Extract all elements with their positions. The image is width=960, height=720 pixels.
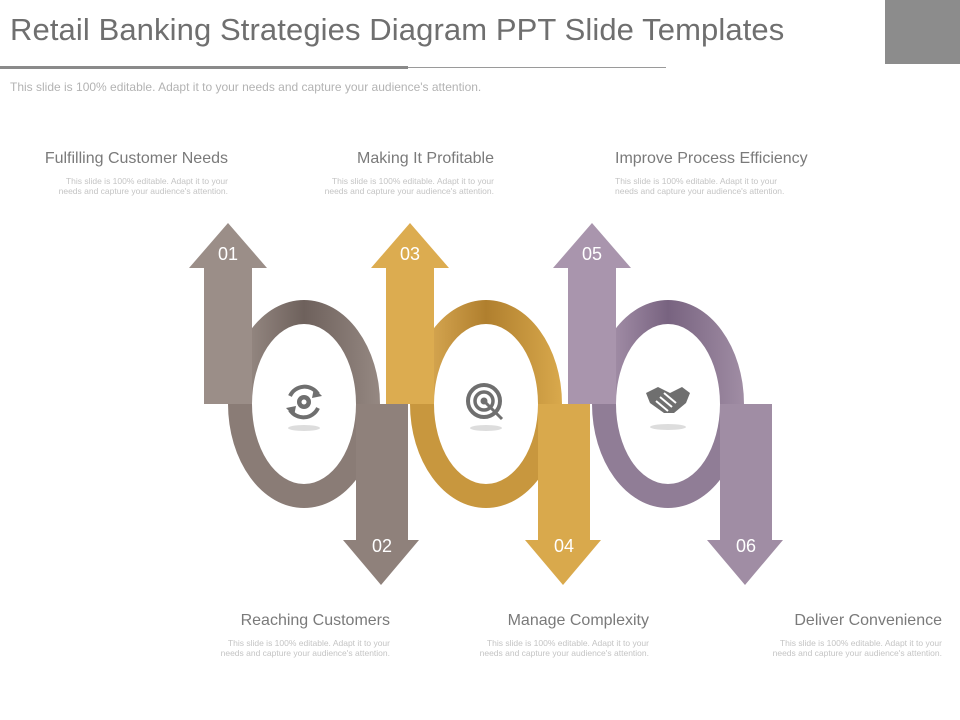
loop-gray (189, 223, 419, 585)
step-desc-06: This slide is 100% editable. Adapt it to… (772, 638, 942, 658)
step-label-03: Making It Profitable This slide is 100% … (254, 150, 494, 196)
handshake-icon (646, 387, 690, 430)
step-label-04: Manage Complexity This slide is 100% edi… (409, 612, 649, 658)
step-title-06: Deliver Convenience (794, 612, 942, 629)
slide-subtitle: This slide is 100% editable. Adapt it to… (10, 80, 482, 94)
step-number-04: 04 (554, 536, 574, 556)
step-number-06: 06 (736, 536, 756, 556)
slide-title: Retail Banking Strategies Diagram PPT Sl… (10, 12, 785, 47)
step-desc-03: This slide is 100% editable. Adapt it to… (324, 176, 494, 196)
step-number-05: 05 (582, 244, 602, 264)
gear-cycle-icon (286, 384, 322, 431)
loop-purple (553, 223, 783, 585)
step-desc-05: This slide is 100% editable. Adapt it to… (615, 176, 785, 196)
target-icon (466, 383, 504, 431)
step-label-05: Improve Process Efficiency This slide is… (615, 150, 855, 196)
step-label-01: Fulfilling Customer Needs This slide is … (0, 150, 228, 196)
title-rule-thin (408, 67, 666, 68)
loop-gold (371, 223, 601, 585)
step-number-01: 01 (218, 244, 238, 264)
step-number-03: 03 (400, 244, 420, 264)
step-label-02: Reaching Customers This slide is 100% ed… (150, 612, 390, 658)
corner-block (885, 0, 960, 64)
step-desc-04: This slide is 100% editable. Adapt it to… (479, 638, 649, 658)
step-number-02: 02 (372, 536, 392, 556)
step-title-02: Reaching Customers (240, 612, 390, 629)
step-title-05: Improve Process Efficiency (615, 150, 808, 167)
title-rule-thick (0, 66, 408, 69)
step-title-01: Fulfilling Customer Needs (44, 150, 228, 167)
step-desc-01: This slide is 100% editable. Adapt it to… (58, 176, 228, 196)
step-label-06: Deliver Convenience This slide is 100% e… (702, 612, 942, 658)
step-desc-02: This slide is 100% editable. Adapt it to… (220, 638, 390, 658)
step-title-04: Manage Complexity (507, 612, 649, 629)
step-title-03: Making It Profitable (357, 150, 494, 167)
